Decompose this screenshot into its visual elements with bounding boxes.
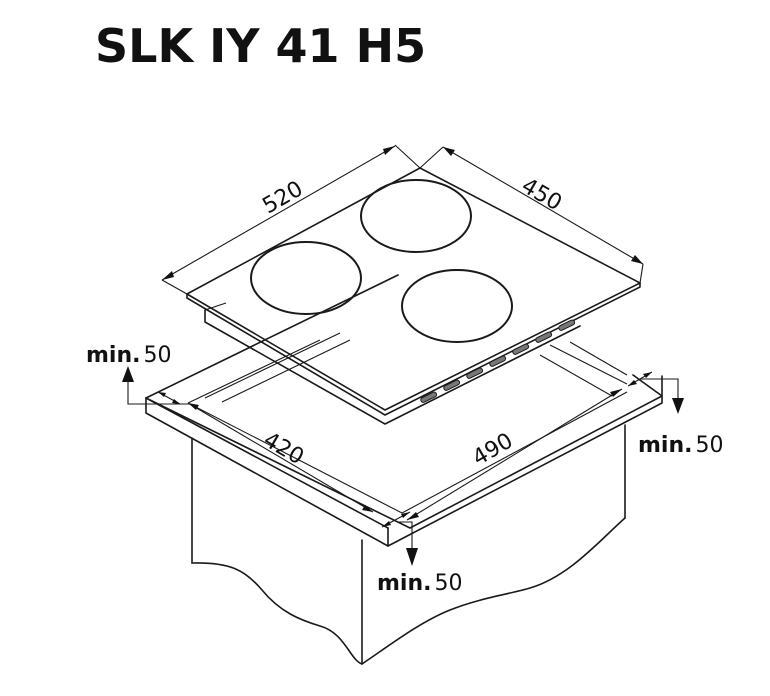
cabinet <box>145 274 663 665</box>
dimension-cutout-depth: 420 <box>187 402 374 513</box>
dimension-cutout-width: 490 <box>406 388 623 521</box>
clearance-rear-label: min.50 <box>86 343 171 368</box>
cooking-zone-left <box>250 241 362 315</box>
hob-depth-label: 450 <box>517 174 566 217</box>
cooking-zone-right <box>401 269 513 343</box>
clearance-side: min.50 <box>627 371 723 458</box>
clearance-rear: min.50 <box>86 343 190 405</box>
model-title: SLK IY 41 H5 <box>95 19 427 73</box>
cutout-width-label: 490 <box>469 429 518 472</box>
cooking-zone-rear <box>360 179 472 253</box>
vent-slots <box>420 319 576 403</box>
clearance-front: min.50 <box>377 511 462 596</box>
clearance-front-label: min.50 <box>377 571 462 596</box>
cutout-depth-label: 420 <box>259 428 308 471</box>
clearance-side-label: min.50 <box>638 433 723 458</box>
hob-width-label: 520 <box>259 177 308 220</box>
dimension-hob-width: 520 <box>161 144 421 295</box>
dimension-hob-depth: 450 <box>419 146 644 284</box>
